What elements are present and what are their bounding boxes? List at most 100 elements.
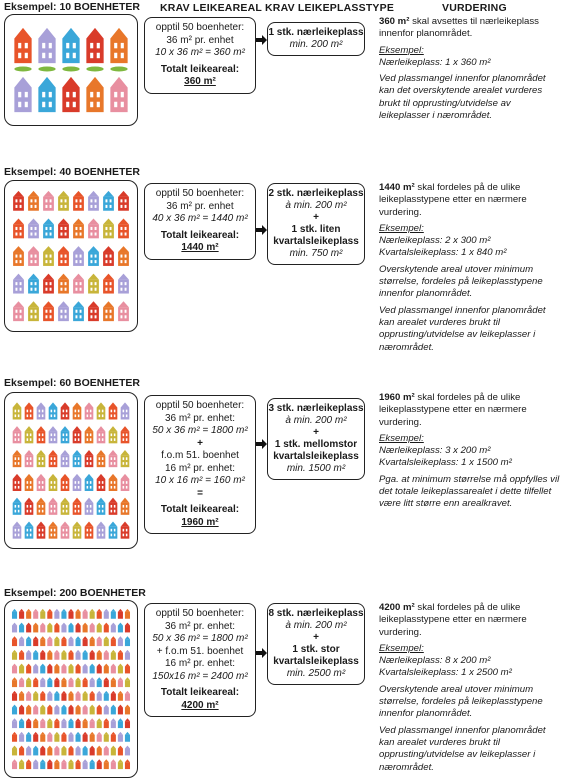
- house-icon: [89, 718, 95, 729]
- house-icon: [72, 402, 82, 420]
- house-icon: [60, 402, 70, 420]
- example-title: Eksempel: 60 BOENHETER: [4, 377, 140, 389]
- playground-min-size: min. 1500 m²: [286, 463, 346, 474]
- house-icon: [11, 731, 18, 742]
- eksempel-line: Nærleikeplass: 8 x 200 m²: [379, 655, 491, 667]
- krav-leikeareal-box: opptil 50 boenheter:36 m² pr. enhet:50 x…: [144, 395, 256, 534]
- house-icon: [47, 731, 53, 742]
- house-icon: [36, 402, 46, 420]
- plus-sign: +: [313, 632, 319, 643]
- tree-icon: [110, 66, 128, 72]
- house-icon: [40, 636, 46, 647]
- house-icon: [33, 690, 39, 701]
- house-icon: [103, 663, 109, 674]
- vurdering-note: Ved plassmangel innenfor planområdet kan…: [379, 724, 546, 773]
- house-icon: [26, 677, 32, 688]
- calc-line: opptil 50 boenheter:: [155, 22, 245, 33]
- house-icon: [43, 273, 54, 294]
- house-icon: [33, 663, 39, 674]
- house-icon: [24, 521, 34, 539]
- house-icon: [124, 704, 131, 715]
- house-icon: [40, 745, 46, 756]
- house-icon: [75, 663, 81, 674]
- house-icon: [28, 273, 39, 294]
- house-icon: [26, 718, 32, 729]
- house-icon: [124, 649, 131, 660]
- house-icon: [117, 704, 123, 715]
- arrow-icon: [256, 645, 267, 658]
- house-icon: [43, 218, 54, 239]
- house-icon: [68, 718, 74, 729]
- house-icon: [89, 759, 95, 770]
- house-icon: [36, 450, 46, 468]
- house-icon: [72, 521, 82, 539]
- house-icon: [33, 622, 39, 633]
- house-icon: [48, 450, 58, 468]
- house-icon: [103, 190, 114, 211]
- house-icon: [60, 426, 70, 444]
- house-icon: [89, 677, 95, 688]
- calc-line: =: [197, 487, 203, 499]
- house-icon: [96, 718, 102, 729]
- house-icon: [103, 718, 109, 729]
- house-icon: [117, 663, 123, 674]
- calc-line: opptil 50 boenheter:: [155, 400, 245, 411]
- house-icon: [72, 426, 82, 444]
- house-icon: [28, 190, 39, 211]
- calc-line: 10 x 16 m² = 160 m²: [155, 475, 245, 486]
- house-icon: [11, 745, 18, 756]
- tree-icon: [14, 66, 32, 72]
- house-icon: [110, 731, 116, 742]
- house-icon: [40, 649, 46, 660]
- house-icon: [40, 608, 46, 619]
- house-icon: [103, 690, 109, 701]
- house-icon: [19, 622, 25, 633]
- house-icon: [61, 759, 67, 770]
- house-icon: [26, 622, 32, 633]
- house-icon: [61, 704, 67, 715]
- house-icon: [26, 704, 32, 715]
- house-icon: [47, 690, 53, 701]
- calc-line: 16 m² pr. enhet:: [164, 658, 236, 669]
- house-icon: [73, 246, 84, 266]
- house-icon: [108, 402, 118, 420]
- house-icon: [124, 731, 131, 742]
- house-icon: [33, 636, 39, 647]
- vurdering-text: 1960 m² skal fordeles på de ulike leikep…: [379, 392, 562, 515]
- house-icon: [26, 636, 32, 647]
- house-icon: [96, 450, 106, 468]
- house-icon: [120, 473, 130, 491]
- house-icon: [117, 649, 123, 660]
- house-icon: [11, 649, 18, 660]
- house-icon: [75, 704, 81, 715]
- house-icon: [19, 731, 25, 742]
- house-icon: [13, 273, 24, 294]
- house-icon: [117, 636, 123, 647]
- house-icon: [28, 301, 39, 322]
- house-icon: [103, 273, 114, 294]
- house-icon: [60, 521, 70, 539]
- house-icon: [75, 636, 81, 647]
- house-icon: [117, 622, 123, 633]
- playground-type: 1 stk. nærleikeplass: [268, 27, 364, 38]
- house-icon: [96, 745, 102, 756]
- house-icon: [47, 649, 53, 660]
- house-icon: [24, 426, 34, 444]
- calc-line: 50 x 36 m² = 1800 m²: [152, 425, 248, 436]
- house-icon: [33, 718, 39, 729]
- playground-type: 1 stk. stor kvartalsleikeplass: [273, 644, 359, 667]
- housing-illustration: [4, 14, 138, 126]
- total-value: 360 m²: [184, 76, 216, 87]
- house-icon: [96, 608, 102, 619]
- house-icon: [19, 649, 25, 660]
- house-icon: [96, 677, 102, 688]
- housing-illustration: [4, 392, 138, 549]
- house-icon: [12, 450, 22, 468]
- house-icon: [120, 497, 130, 515]
- house-icon: [11, 704, 18, 715]
- house-icon: [110, 622, 116, 633]
- vurdering-area: 4200 m²: [379, 602, 415, 613]
